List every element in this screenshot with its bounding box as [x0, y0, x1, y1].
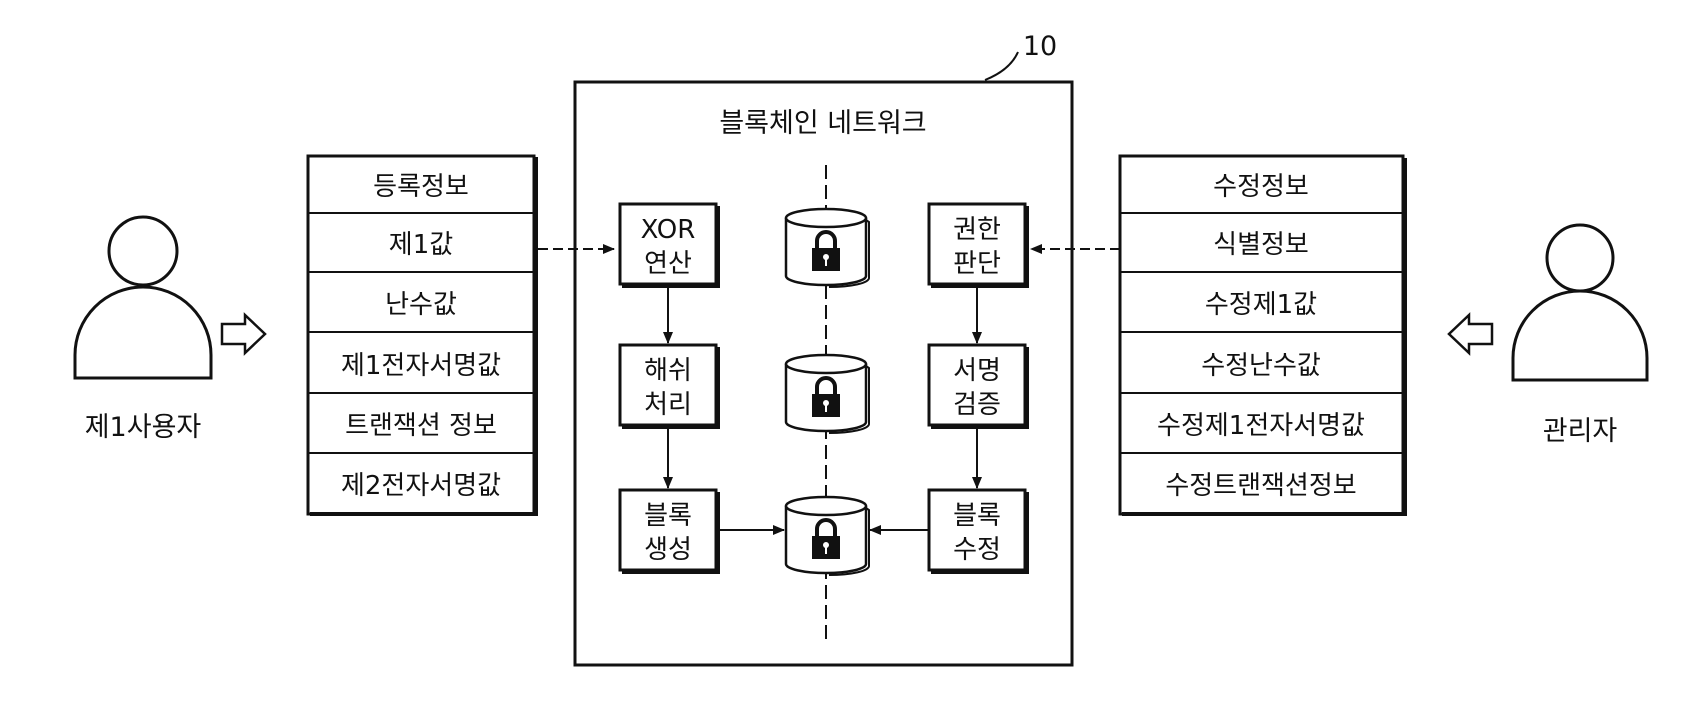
modification-row: 수정난수값 — [1201, 351, 1321, 381]
block-modification-box: 블록 수정 — [929, 490, 1029, 574]
modification-row: 수정트랜잭션정보 — [1165, 471, 1356, 501]
process-label: 해쉬 — [644, 356, 692, 386]
registration-row: 제1값 — [389, 230, 453, 260]
hollow-arrow-icon — [1449, 315, 1492, 353]
block-generation-box: 블록 생성 — [620, 490, 720, 574]
registration-row: 제2전자서명값 — [341, 471, 501, 501]
registration-row: 트랜잭션 정보 — [345, 411, 497, 441]
modification-row: 식별정보 — [1213, 230, 1309, 260]
process-label: 서명 — [953, 356, 1001, 386]
registration-row: 난수값 — [385, 290, 457, 320]
modification-row: 수정제1값 — [1205, 290, 1317, 320]
modification-row: 수정정보 — [1213, 172, 1309, 202]
signature-verification-box: 서명 검증 — [929, 345, 1029, 429]
process-label: 블록 — [644, 501, 692, 531]
process-label: 검증 — [953, 390, 1001, 420]
locked-database-icon — [786, 355, 869, 433]
process-label: 생성 — [644, 535, 692, 565]
modification-row: 수정제1전자서명값 — [1157, 411, 1365, 441]
modification-panel: 수정정보 식별정보 수정제1값 수정난수값 수정제1전자서명값 수정트랜잭션정보 — [1120, 156, 1407, 516]
registration-panel: 등록정보 제1값 난수값 제1전자서명값 트랜잭션 정보 제2전자서명값 — [308, 156, 538, 516]
process-label: 판단 — [953, 249, 1001, 279]
network-title: 블록체인 네트워크 — [719, 108, 926, 139]
reference-number: 10 — [1023, 31, 1057, 62]
locked-database-icon — [786, 209, 869, 287]
process-label: 권한 — [953, 215, 1001, 245]
process-label: 처리 — [644, 390, 692, 420]
process-label: 블록 — [953, 501, 1001, 531]
authority-check-box: 권한 판단 — [929, 204, 1029, 288]
hash-processing-box: 해쉬 처리 — [620, 345, 720, 429]
registration-row: 등록정보 — [373, 172, 469, 202]
process-label: 연산 — [644, 249, 692, 279]
person-icon — [1513, 225, 1647, 380]
hollow-arrow-icon — [222, 315, 265, 353]
reference-leader-line — [985, 52, 1018, 80]
process-label: XOR — [641, 215, 696, 245]
locked-database-icon — [786, 497, 869, 575]
process-label: 수정 — [953, 535, 1001, 565]
xor-operation-box: XOR 연산 — [620, 204, 720, 288]
administrator-label: 관리자 — [1543, 416, 1618, 447]
first-user-actor: 제1사용자 — [75, 217, 211, 443]
person-icon — [75, 217, 211, 378]
administrator-actor: 관리자 — [1513, 225, 1647, 447]
registration-row: 제1전자서명값 — [341, 351, 501, 381]
first-user-label: 제1사용자 — [85, 412, 202, 443]
